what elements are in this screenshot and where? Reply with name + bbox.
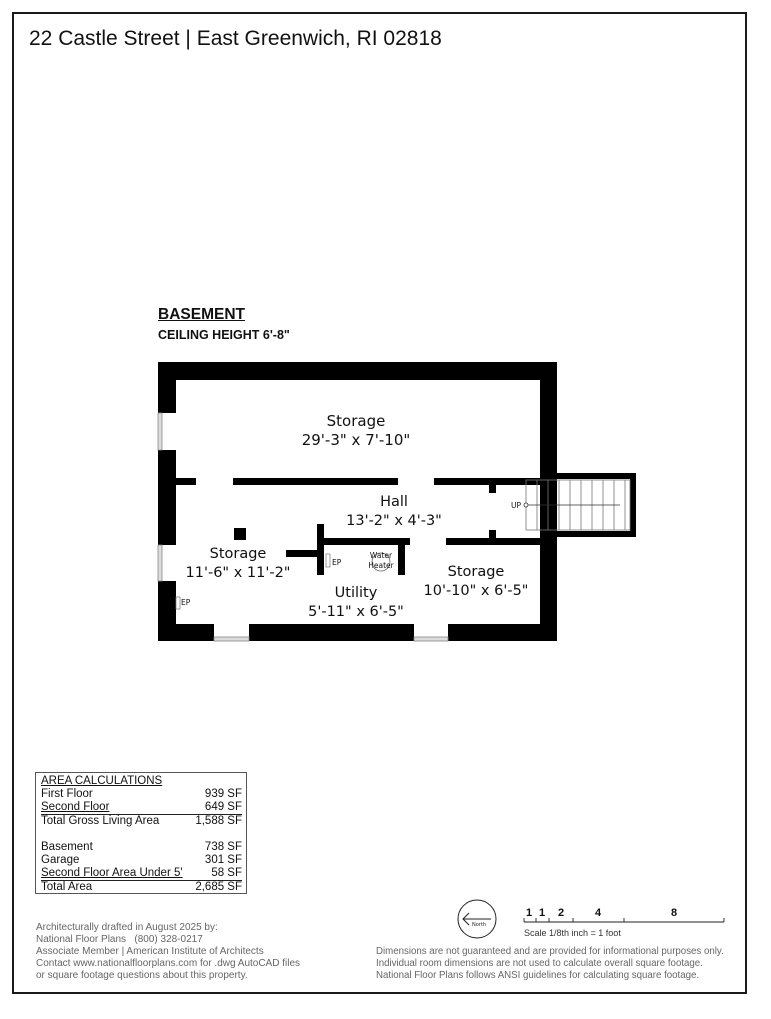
- area-row-total: Total Area 2,685 SF: [41, 881, 242, 893]
- area-row: Second Floor Area Under 5' 58 SF: [41, 867, 242, 881]
- svg-text:Storage: Storage: [448, 564, 505, 580]
- area-calculations-title: AREA CALCULATIONS: [41, 775, 163, 787]
- area-row: First Floor 939 SF: [41, 788, 242, 800]
- scale-tick-label: 4: [595, 907, 602, 919]
- north-compass: North: [457, 899, 497, 939]
- property-title: 22 Castle Street | East Greenwich, RI 02…: [29, 27, 442, 50]
- stairs-up-label: UP: [511, 501, 521, 510]
- svg-text:29'-3" x 7'-10": 29'-3" x 7'-10": [302, 431, 411, 449]
- stairs: UP: [511, 473, 636, 537]
- svg-text:Hall: Hall: [380, 494, 408, 510]
- floor-name: BASEMENT: [158, 306, 245, 323]
- window-left-lower: [157, 544, 176, 582]
- area-row-total-living: Total Gross Living Area 1,588 SF: [41, 815, 242, 827]
- scale-note: Scale 1/8th inch = 1 foot: [524, 928, 621, 938]
- svg-text:Storage: Storage: [210, 546, 267, 562]
- water-heater-label: Heater: [368, 561, 394, 570]
- water-heater-icon: [371, 552, 391, 572]
- water-heater-label: Water: [370, 551, 393, 560]
- area-row: Garage 301 SF: [41, 854, 242, 866]
- svg-text:Storage: Storage: [327, 412, 386, 430]
- electric-panel-utility: EP: [325, 553, 342, 568]
- area-row: Second Floor 649 SF: [41, 801, 242, 815]
- svg-text:10'-10" x 6'-5": 10'-10" x 6'-5": [424, 583, 529, 599]
- page-border: [12, 12, 747, 994]
- ep-label: EP: [181, 598, 191, 607]
- electric-panel-storage: EP: [175, 596, 191, 610]
- scale-tick-label: 1: [539, 907, 546, 919]
- svg-text:11'-6" x 11'-2": 11'-6" x 11'-2": [186, 565, 291, 581]
- svg-text:Utility: Utility: [335, 585, 378, 601]
- room-utility: Utility 5'-11" x 6'-5": [308, 585, 404, 620]
- water-heater: Water Heater: [368, 551, 395, 572]
- room-storage-left: Storage 11'-6" x 11'-2": [186, 546, 291, 581]
- scale-bar: [523, 918, 725, 923]
- drafting-credits: Architecturally drafted in August 2025 b…: [36, 922, 301, 981]
- interior-walls: [176, 478, 540, 575]
- area-row: Basement 738 SF: [41, 841, 242, 853]
- room-storage-right: Storage 10'-10" x 6'-5": [424, 564, 529, 599]
- scale-tick-label: 1: [526, 907, 533, 919]
- north-label: North: [472, 922, 486, 928]
- room-storage-top: Storage 29'-3" x 7'-10": [302, 412, 411, 449]
- window-left-upper: [157, 412, 176, 451]
- window-bottom-right: [413, 624, 449, 642]
- svg-text:5'-11" x 6'-5": 5'-11" x 6'-5": [308, 604, 404, 620]
- ceiling-height: CEILING HEIGHT 6'-8": [158, 328, 290, 342]
- disclaimer: Dimensions are not guaranteed and are pr…: [376, 946, 724, 981]
- scale-tick-label: 2: [558, 907, 565, 919]
- area-calculations-table: AREA CALCULATIONS First Floor 939 SF Sec…: [35, 772, 247, 894]
- svg-text:13'-2" x 4'-3": 13'-2" x 4'-3": [346, 513, 442, 529]
- scale-tick-label: 8: [671, 907, 678, 919]
- stairs-start-icon: [523, 502, 529, 508]
- room-hall: Hall 13'-2" x 4'-3": [346, 494, 442, 529]
- ep-label: EP: [332, 558, 342, 567]
- window-bottom-left: [213, 624, 250, 642]
